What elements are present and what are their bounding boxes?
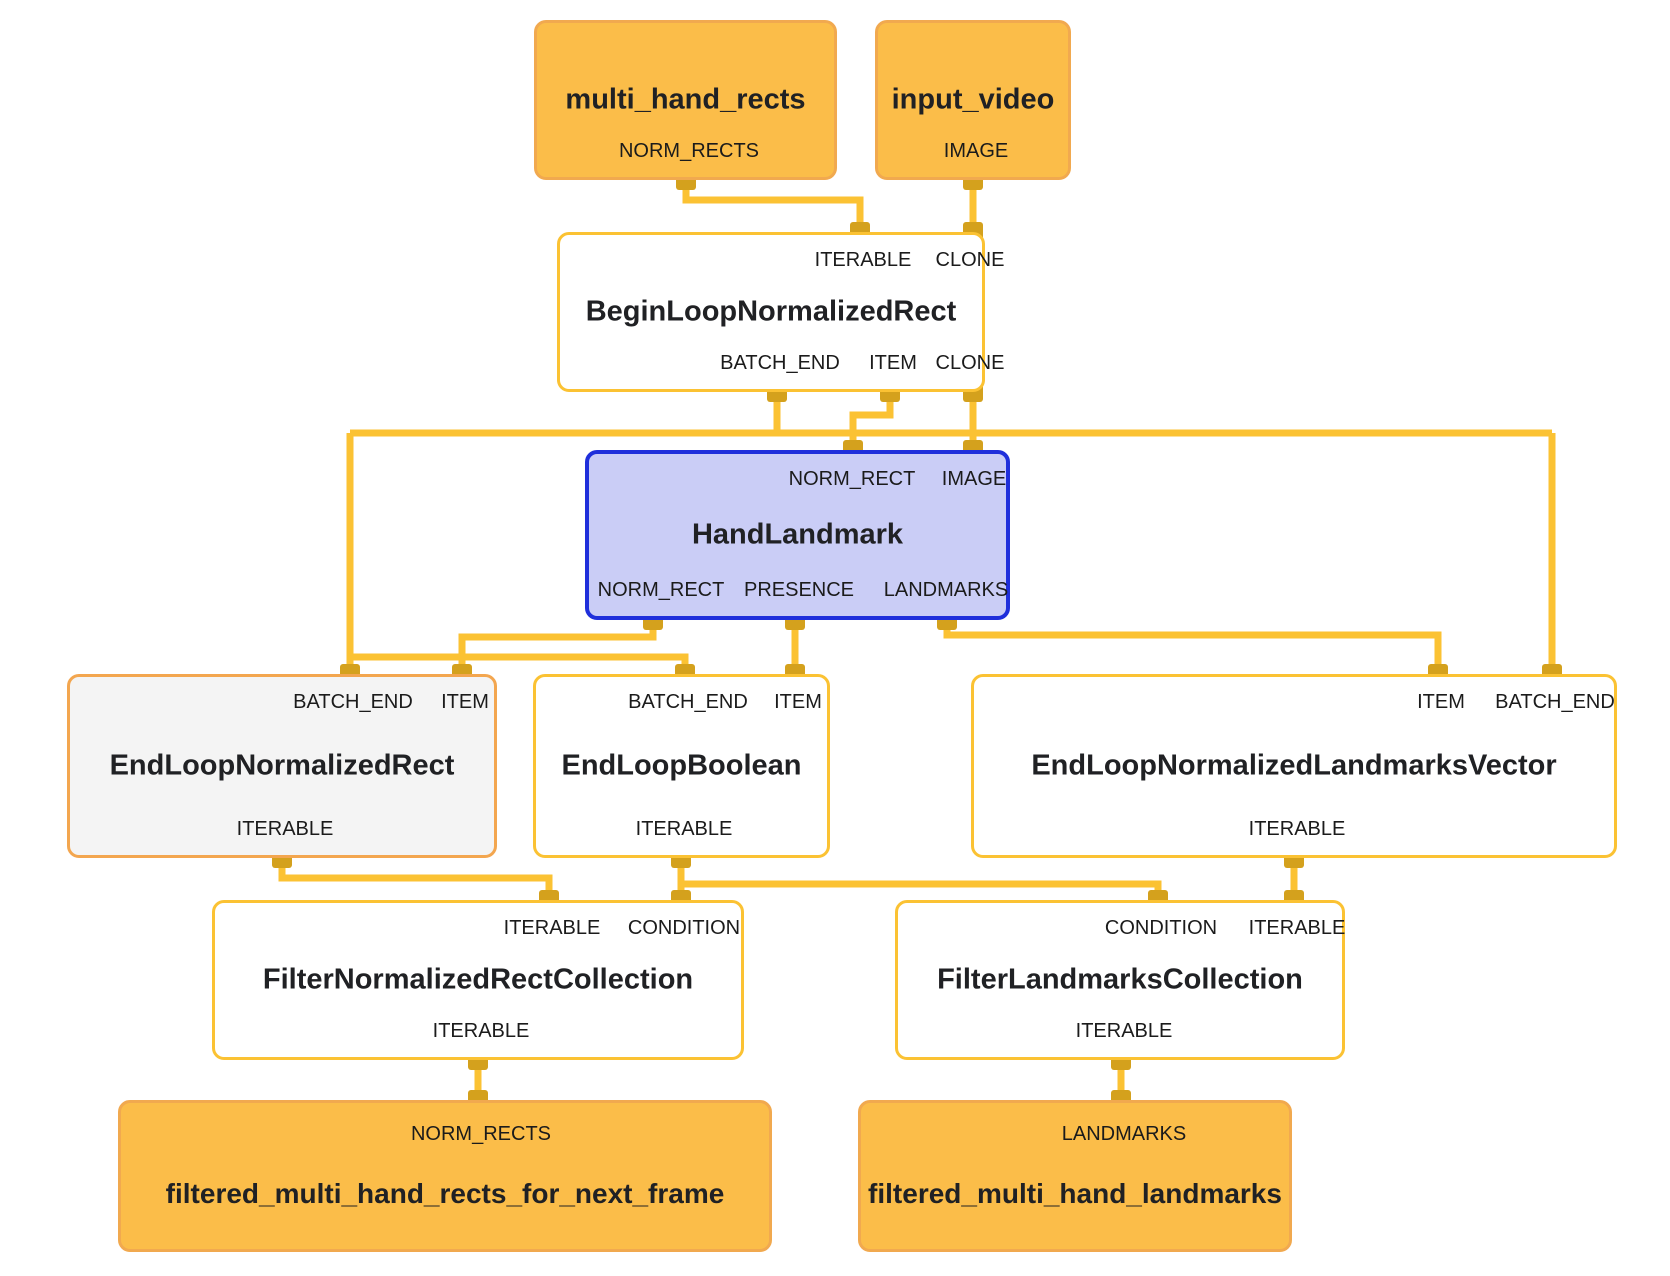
node-title: HandLandmark xyxy=(691,518,904,551)
port-label-condition: CONDITION xyxy=(1104,917,1218,939)
edge-endlooprect-to-filter xyxy=(278,858,553,900)
port-label-iterable: ITERABLE xyxy=(635,818,733,840)
port-label-iterable: ITERABLE xyxy=(236,818,334,840)
port-label-iterable: ITERABLE xyxy=(1075,1020,1173,1042)
node-begin-loop-normalized-rect[interactable]: ITERABLE CLONE BeginLoopNormalizedRect B… xyxy=(557,232,1004,392)
node-title: EndLoopNormalizedLandmarksVector xyxy=(1031,749,1557,782)
node-filtered-multi-hand-rects[interactable]: NORM_RECTS filtered_multi_hand_rects_for… xyxy=(118,1100,772,1252)
port-label-batch-end: BATCH_END xyxy=(1495,691,1615,713)
node-end-loop-boolean[interactable]: BATCH_END ITEM EndLoopBoolean ITERABLE xyxy=(533,674,830,858)
port-label-landmarks: LANDMARKS xyxy=(1061,1123,1187,1145)
node-filter-landmarks-collection[interactable]: CONDITION ITERABLE FilterLandmarksCollec… xyxy=(895,900,1345,1060)
port-label-batch-end: BATCH_END xyxy=(293,691,413,713)
node-title: filtered_multi_hand_rects_for_next_frame xyxy=(165,1177,725,1209)
edge-item-to-normrect xyxy=(849,392,894,450)
port-label-norm-rect: NORM_RECT xyxy=(788,468,916,490)
port-label-norm-rect: NORM_RECT xyxy=(597,579,725,601)
port-label-batch-end: BATCH_END xyxy=(720,352,840,374)
port-label-iterable: ITERABLE xyxy=(1248,917,1346,939)
node-filter-normalized-rect-collection[interactable]: ITERABLE CONDITION FilterNormalizedRectC… xyxy=(212,900,744,1060)
port-label-item: ITEM xyxy=(441,691,489,713)
node-title: BeginLoopNormalizedRect xyxy=(585,295,957,328)
edge-landmarks-to-endloopvector xyxy=(943,620,1442,674)
node-end-loop-normalized-landmarks-vector[interactable]: ITEM BATCH_END EndLoopNormalizedLandmark… xyxy=(971,674,1617,858)
port-label-landmarks: LANDMARKS xyxy=(883,579,1009,601)
node-title: FilterLandmarksCollection xyxy=(937,963,1303,996)
port-label-condition: CONDITION xyxy=(627,917,741,939)
node-hand-landmark[interactable]: NORM_RECT IMAGE HandLandmark NORM_RECT P… xyxy=(585,450,1010,620)
edge-normrect-to-endlooprect xyxy=(458,620,657,674)
port-label-item: ITEM xyxy=(774,691,822,713)
port-label-iterable: ITERABLE xyxy=(503,917,601,939)
port-label-clone: CLONE xyxy=(935,249,1005,271)
node-title: multi_hand_rects xyxy=(565,83,806,116)
port-label-iterable: ITERABLE xyxy=(1248,818,1346,840)
port-label-iterable: ITERABLE xyxy=(432,1020,530,1042)
port-label-item: ITEM xyxy=(869,352,917,374)
port-label-clone: CLONE xyxy=(935,352,1005,374)
port-label-image: IMAGE xyxy=(941,468,1007,490)
port-label-presence: PRESENCE xyxy=(743,579,855,601)
port-label-item: ITEM xyxy=(1417,691,1465,713)
node-title: EndLoopBoolean xyxy=(561,749,802,782)
node-end-loop-normalized-rect[interactable]: BATCH_END ITEM EndLoopNormalizedRect ITE… xyxy=(67,674,497,858)
node-multi-hand-rects[interactable]: multi_hand_rects NORM_RECTS xyxy=(534,20,837,180)
edge-endloopbool-to-conditions xyxy=(677,858,1162,900)
port-label-iterable: ITERABLE xyxy=(814,249,912,271)
port-label-batch-end: BATCH_END xyxy=(628,691,748,713)
node-filtered-multi-hand-landmarks[interactable]: LANDMARKS filtered_multi_hand_landmarks xyxy=(858,1100,1292,1252)
node-title: EndLoopNormalizedRect xyxy=(109,749,455,782)
node-title: FilterNormalizedRectCollection xyxy=(262,963,694,996)
node-input-video[interactable]: input_video IMAGE xyxy=(875,20,1071,180)
edge-rects-to-beginloop xyxy=(682,180,864,232)
port-label-norm-rects: NORM_RECTS xyxy=(410,1123,552,1145)
port-label-image: IMAGE xyxy=(943,140,1009,162)
node-title: input_video xyxy=(891,83,1055,116)
node-title: filtered_multi_hand_landmarks xyxy=(868,1177,1282,1209)
port-label-norm-rects: NORM_RECTS xyxy=(618,140,760,162)
